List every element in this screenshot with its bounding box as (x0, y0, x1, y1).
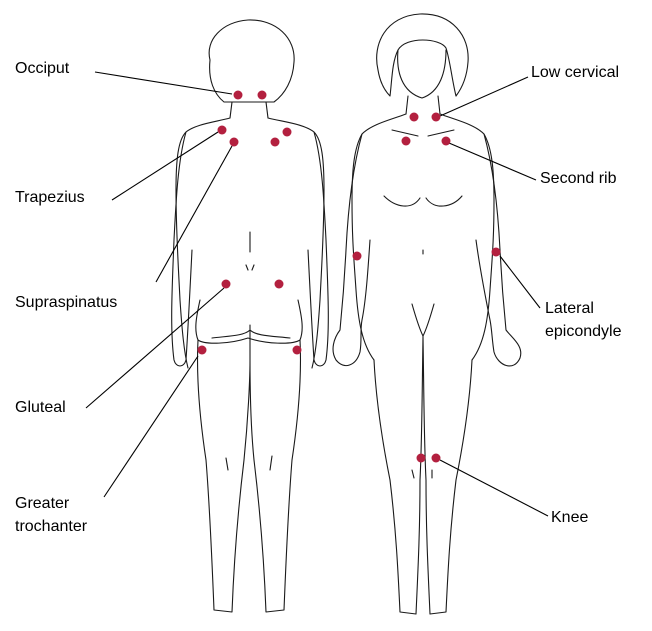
front-neck (406, 96, 440, 114)
back-hips (196, 300, 302, 343)
tender-point-knee-left (417, 454, 426, 463)
tender-point-epicondyle-right (492, 248, 501, 257)
back-view-figure (172, 20, 329, 612)
label-greater-trochanter-line2: trochanter (15, 516, 87, 538)
front-chest (384, 196, 462, 206)
label-trapezius: Trapezius (15, 187, 85, 209)
leader-supraspinatus (156, 146, 232, 282)
back-legs (197, 340, 300, 612)
tender-points (198, 91, 501, 463)
back-spine (246, 232, 254, 270)
tender-point-gluteal-left (222, 280, 231, 289)
label-low-cervical: Low cervical (531, 62, 619, 84)
tender-point-occiput-left (234, 91, 243, 100)
front-legs (374, 336, 472, 614)
tender-point-trochanter-left (198, 346, 207, 355)
tender-point-gluteal-right (275, 280, 284, 289)
label-occiput: Occiput (15, 58, 69, 80)
label-supraspinatus: Supraspinatus (15, 292, 117, 314)
tender-point-second-rib-right (442, 137, 451, 146)
tender-point-trapezius-right (283, 128, 292, 137)
back-knee-marks (226, 456, 272, 470)
leader-knee (440, 460, 548, 516)
front-left-arm (333, 134, 370, 366)
front-torso (352, 114, 494, 360)
label-lateral-epicondyle-line1: Lateral (545, 298, 594, 320)
leader-greater-trochanter (104, 356, 198, 497)
back-neck (230, 102, 268, 118)
tender-point-low-cervical-right (432, 113, 441, 122)
back-head (209, 20, 294, 102)
front-clavicle (392, 130, 454, 136)
tender-point-supraspinatus-left (230, 138, 239, 147)
tender-point-supraspinatus-right (271, 138, 280, 147)
tender-point-knee-right (432, 454, 441, 463)
tender-point-low-cervical-left (410, 113, 419, 122)
tender-point-occiput-right (258, 91, 267, 100)
front-hair (377, 14, 469, 96)
leader-trapezius (112, 132, 218, 200)
tender-point-epicondyle-left (353, 252, 362, 261)
front-face (398, 50, 446, 98)
front-pelvis (412, 250, 434, 336)
back-right-arm (308, 132, 328, 366)
leader-lateral-epicondyle (500, 256, 540, 308)
tender-point-trochanter-right (293, 346, 302, 355)
front-view-figure (333, 14, 521, 614)
label-greater-trochanter-line1: Greater (15, 493, 69, 515)
label-gluteal: Gluteal (15, 397, 66, 419)
tender-point-second-rib-left (402, 137, 411, 146)
label-knee: Knee (551, 507, 588, 529)
front-knee-marks (412, 470, 432, 478)
label-lateral-epicondyle-line2: epicondyle (545, 321, 622, 343)
leader-lines (86, 72, 548, 516)
label-second-rib: Second rib (540, 168, 617, 190)
tender-point-trapezius-left (218, 126, 227, 135)
